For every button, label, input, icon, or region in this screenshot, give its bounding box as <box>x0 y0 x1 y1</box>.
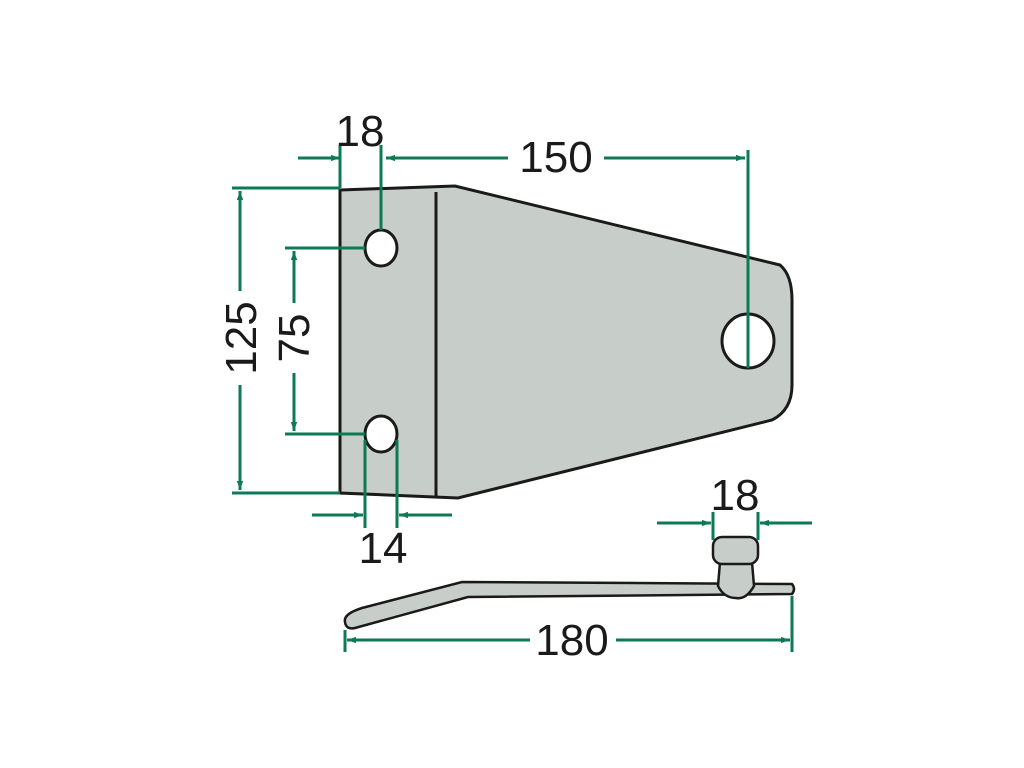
dimension-overall-height: 125 <box>217 186 340 495</box>
pin-shank <box>716 560 756 600</box>
dimension-hole-spacing-horizontal: 150 <box>386 133 750 368</box>
side-profile <box>343 580 796 630</box>
label-hole-spacing-vertical: 75 <box>270 314 319 363</box>
pin-head <box>711 535 760 566</box>
dimension-hole-spacing-vertical: 75 <box>270 246 365 436</box>
label-hole-diameter: 14 <box>359 524 408 573</box>
label-overall-length: 180 <box>535 616 608 665</box>
mounting-hole-top <box>363 228 399 268</box>
plate-top-view <box>338 184 794 500</box>
dimension-hole-diameter: 14 <box>312 440 452 573</box>
plate-side-view <box>343 535 796 630</box>
label-pin-diameter: 18 <box>711 471 760 520</box>
dimension-hole-offset-top: 18 <box>298 107 384 230</box>
plate-outline <box>338 184 794 500</box>
mounting-hole-bottom <box>363 414 399 454</box>
label-overall-height: 125 <box>217 301 266 374</box>
label-hole-spacing-horizontal: 150 <box>519 133 592 182</box>
dimension-pin-diameter: 18 <box>657 471 812 540</box>
label-hole-offset-top: 18 <box>336 107 385 156</box>
dimension-overall-length: 180 <box>343 596 794 665</box>
